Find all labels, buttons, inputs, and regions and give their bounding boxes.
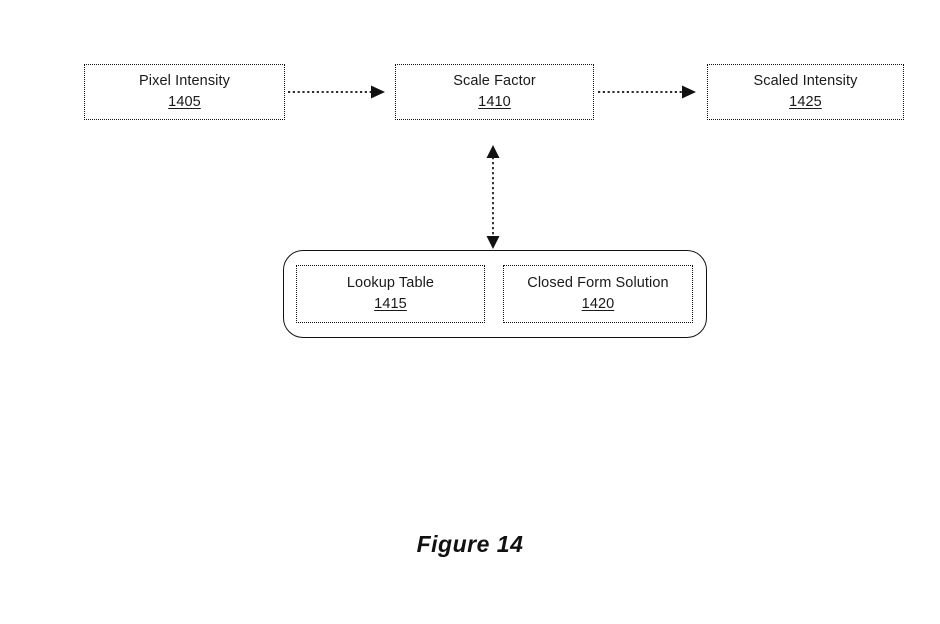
connector-scale-factor-to-methods-group [486, 145, 500, 249]
node-pixel-intensity: Pixel Intensity 1405 [84, 64, 285, 120]
node-closed-form-solution: Closed Form Solution 1420 [503, 265, 693, 323]
node-lookup-table-title: Lookup Table [346, 275, 435, 292]
node-pixel-intensity-title: Pixel Intensity [139, 73, 230, 90]
node-closed-form-solution-title: Closed Form Solution [527, 275, 669, 292]
figure-caption: Figure 14 [416, 531, 524, 557]
node-scale-factor: Scale Factor 1410 [395, 64, 594, 120]
node-scale-factor-ref: 1410 [478, 93, 511, 110]
node-scaled-intensity-title: Scaled Intensity [753, 73, 858, 90]
node-closed-form-solution-ref: 1420 [581, 295, 615, 312]
node-scale-factor-title: Scale Factor [453, 73, 536, 90]
node-lookup-table-ref: 1415 [374, 295, 407, 312]
node-scaled-intensity-ref: 1425 [789, 93, 822, 110]
node-scaled-intensity: Scaled Intensity 1425 [707, 64, 904, 120]
arrowhead-down-icon [486, 236, 500, 249]
connector-pixel-intensity-to-scale-factor [288, 85, 385, 99]
node-lookup-table: Lookup Table 1415 [296, 265, 485, 323]
connector-scale-factor-to-scaled-intensity [598, 85, 696, 99]
arrowhead-right-icon [371, 85, 385, 99]
arrowhead-right-icon [682, 85, 696, 99]
arrowhead-up-icon [486, 145, 500, 158]
node-pixel-intensity-ref: 1405 [168, 93, 201, 110]
